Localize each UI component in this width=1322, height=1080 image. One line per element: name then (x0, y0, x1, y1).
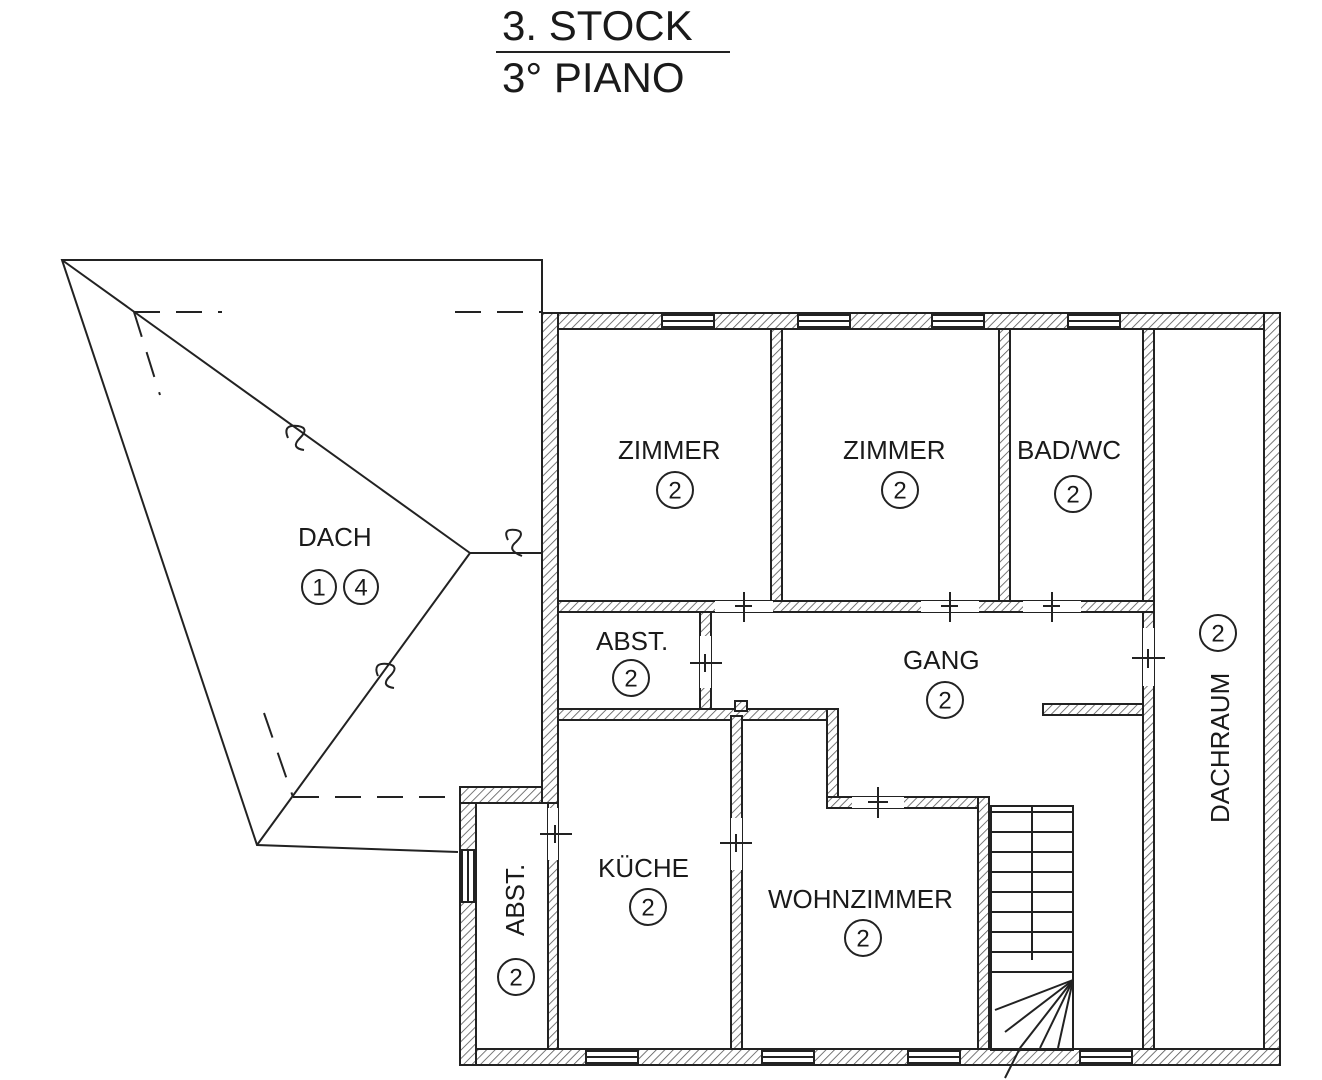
svg-text:4: 4 (354, 575, 367, 602)
badge-gang: 2 (926, 681, 964, 719)
room-label-gang: GANG (903, 645, 980, 675)
room-label-abst-lower: ABST. (500, 864, 530, 936)
roof-area (60, 259, 543, 853)
room-label-abst-upper: ABST. (596, 626, 668, 656)
room-label-wohnzimmer: WOHNZIMMER (768, 884, 953, 914)
room-label-bad-wc: BAD/WC (1017, 435, 1121, 465)
svg-text:2: 2 (641, 895, 654, 922)
svg-text:2: 2 (856, 926, 869, 953)
badge-wohnzimmer: 2 (844, 919, 882, 957)
title-piano: 3° PIANO (502, 54, 685, 101)
badge-dach-1: 1 (301, 569, 337, 605)
badge-kueche: 2 (629, 888, 667, 926)
svg-text:2: 2 (509, 965, 522, 992)
room-label-dach: DACH (298, 522, 372, 552)
svg-text:2: 2 (624, 666, 637, 693)
svg-text:2: 2 (1066, 482, 1079, 509)
badge-dach-4: 4 (343, 569, 379, 605)
title-stock: 3. STOCK (502, 2, 693, 49)
room-label-dachraum: DACHRAUM (1205, 673, 1235, 823)
svg-text:2: 2 (893, 478, 906, 505)
doors (540, 592, 1165, 870)
staircase (990, 805, 1074, 1079)
badge-abst-lower: 2 (497, 958, 535, 996)
badge-abst-upper: 2 (612, 659, 650, 697)
badge-dachraum: 2 (1199, 614, 1237, 652)
badge-bad-wc: 2 (1054, 475, 1092, 513)
windows (461, 314, 1133, 1064)
svg-text:2: 2 (938, 688, 951, 715)
room-label-zimmer-1: ZIMMER (618, 435, 721, 465)
svg-text:1: 1 (312, 575, 325, 602)
svg-text:2: 2 (1211, 621, 1224, 648)
room-label-kueche: KÜCHE (598, 853, 689, 883)
badge-zimmer-1: 2 (656, 471, 694, 509)
svg-text:2: 2 (668, 478, 681, 505)
badge-zimmer-2: 2 (881, 471, 919, 509)
room-label-zimmer-2: ZIMMER (843, 435, 946, 465)
